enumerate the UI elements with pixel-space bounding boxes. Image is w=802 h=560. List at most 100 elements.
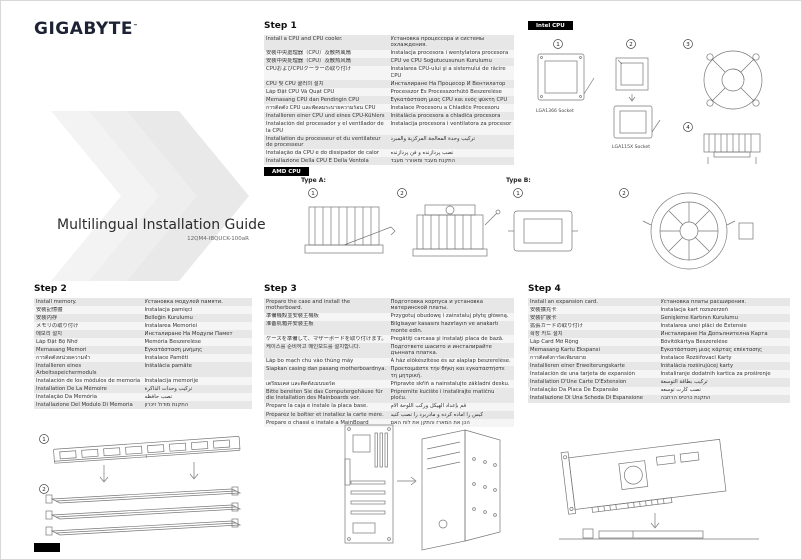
language-text-left: 확장 카드 설치 <box>530 330 563 337</box>
language-row: 安裝中央處理器（CPU）及散熱風扇 Instalacja procesora i… <box>264 49 514 58</box>
language-row: Lắp bo mạch chủ vào thùng máy A ház elők… <box>264 357 514 366</box>
language-text-right: Pregătiţi carcasa şi instalaţi placa de … <box>390 335 504 342</box>
language-text-right: نصب کارت توسعه <box>660 387 701 394</box>
lga115x-socket-label: LGA115X Socket <box>612 144 650 150</box>
svg-text:3: 3 <box>686 42 690 48</box>
language-text-right: Processzor És Processzorhűtő Beszerelése <box>390 88 502 95</box>
language-row: 准备机箱并安装主板 Bilgisayar kasasını hazırlayın… <box>264 320 514 336</box>
language-text-right: Εγκατάσταση μνήμης <box>144 347 203 354</box>
logo-trademark: ™ <box>132 23 139 30</box>
language-text-right: نصب پردازنده و فن پردازنده <box>390 150 454 157</box>
language-text-right: Připravte skříň a nainstalujte základní … <box>390 380 510 387</box>
callout-2-icon: 2 <box>626 39 636 49</box>
language-text-right: Εγκατάσταση μιας κάρτας επέκτασης <box>660 347 763 354</box>
language-row: Install memory. Установка модулей памяти… <box>34 298 252 307</box>
language-row: Memasang Kartu Ekspansi Εγκατάσταση μιας… <box>528 346 790 355</box>
language-text-left: 安装中央处理器（CPU）及散热风扇 <box>266 58 351 65</box>
cpu-chip-drawing <box>615 57 649 102</box>
logo-text: GIGABYTE <box>34 19 133 39</box>
language-text-right: Instaliranje dodatnih kartica za prošire… <box>660 371 771 378</box>
language-text-left: Installation du processeur et du ventila… <box>266 135 381 149</box>
language-text-left: การติดตั้งการ์ดเพิ่มขยาย <box>530 355 586 362</box>
lga1366-socket-drawing <box>537 53 595 101</box>
svg-text:1: 1 <box>556 42 560 48</box>
language-text-left: Install a CPU and CPU cooler. <box>266 35 343 42</box>
callout-1-icon: 1 <box>553 39 563 49</box>
language-text-right: Genişleme Kartının Kurulumu <box>660 314 738 321</box>
language-text-right: התקנת מעבד ומאוורר מעבד <box>390 158 456 165</box>
language-row: メモリの取り付け Instalarea Memoriei <box>34 322 252 331</box>
gigabyte-logo: GIGABYTE™ <box>34 19 138 39</box>
callout-1-icon: 1 <box>513 188 523 198</box>
language-row: 케이스를 준비하고 메인보드를 설치합니다. Подгответе шасито… <box>264 343 514 358</box>
language-text-right: Instalace Paměti <box>144 355 189 362</box>
language-text-right: Instalacja kart rozszerzeń <box>660 306 729 313</box>
callout-4-icon: 4 <box>683 122 693 132</box>
language-text-left: ケースを準備して、マザーボードを取り付けます。 <box>266 335 387 342</box>
language-row: การติดตั้งการ์ดเพิ่มขยาย Instalace Rozši… <box>528 354 790 363</box>
language-text-right: نصب حافظه <box>144 393 173 400</box>
language-text-left: 准备机箱并安装主板 <box>266 321 314 328</box>
language-text-left: Installieren eines Arbeitsspeichermoduls <box>36 363 97 376</box>
language-text-right: Inštalácia procesora a chladiča procesor… <box>390 113 501 120</box>
language-text-left: Instalação Da Memória <box>36 393 97 400</box>
language-text-left: Install an expansion card. <box>530 298 598 305</box>
svg-text:2: 2 <box>400 191 404 197</box>
language-text-right: تركيب وحدات الذاكرة <box>144 385 193 392</box>
step1-heading: Step 1 <box>264 21 297 31</box>
language-text-left: Installation D'Une Carte D'Extension <box>530 379 627 386</box>
dimm-module-drawing <box>53 436 241 464</box>
language-text-left: 準備機殼並安裝主機板 <box>266 313 319 320</box>
amd-type-a-label: Type A: <box>301 177 326 184</box>
language-text-left: Prepare the case and install the motherb… <box>266 298 351 312</box>
language-text-left: Instalación de los módulos de memoria <box>36 377 141 384</box>
language-row: 拡張カードの取り付け Instalarea unei plăci de Exte… <box>528 322 790 331</box>
language-row: Instalação da CPU e do dissipador de cal… <box>264 149 514 158</box>
language-row: Instalación de una tarjeta de expansión … <box>528 370 790 379</box>
language-row: CPU 및 CPU 쿨러의 설치 Инсталиране На Процесор… <box>264 80 514 89</box>
language-text-left: Memasang CPU dan Pendingin CPU <box>266 96 360 103</box>
language-text-left: 安装扩展卡 <box>530 314 557 321</box>
language-text-right: Instalace Procesoru a Chladiče Procesoru <box>390 105 500 112</box>
language-text-right: A ház előkészítése és az alaplap beszere… <box>390 358 511 365</box>
language-row: Installation De La Mémoire تركيب وحدات ا… <box>34 384 252 393</box>
language-text-right: Инсталиране На Процесор И Вентилатор <box>390 80 506 87</box>
amd-round-cooler-drawing <box>642 192 754 270</box>
language-text-left: เตรียมเคส และติดตั้งเมนบอร์ด <box>266 380 336 387</box>
language-text-left: Prepare la caja e instale la placa base. <box>266 403 368 410</box>
language-text-left: Installieren einer CPU und eines CPU-Küh… <box>266 113 385 120</box>
page-title: Multilingual Installation Guide <box>57 217 266 233</box>
language-text-left: Installieren einer Erweiterungskarte <box>530 363 625 370</box>
motherboard-drawing <box>344 424 394 544</box>
language-text-right: Inštalácia rozširujúcej karty <box>660 363 734 370</box>
amd-type-b-illustration: 1 2 <box>508 188 754 270</box>
watermark-chevrons <box>51 111 249 281</box>
language-row: Lắp Đặt CPU Và Quạt CPU Processzor És Pr… <box>264 88 514 97</box>
language-text-left: Memasang Memori <box>36 347 87 354</box>
language-text-right: تركيب بطاقة التوسعة <box>660 379 708 386</box>
language-text-right: Instalarea unei plăci de Extensie <box>660 322 747 329</box>
amd-retention-frame-drawing <box>508 210 578 252</box>
language-row: 安装内存 Belleğin Kurulumu <box>34 314 252 323</box>
language-row: 메모리 설치 Инсталиране На Модули Памет <box>34 330 252 339</box>
svg-text:1: 1 <box>311 191 315 197</box>
language-text-left: メモリの取り付け <box>36 322 79 329</box>
language-text-right: Εγκατάσταση μιας CPU και ενός ψύκτη CPU <box>390 96 508 103</box>
language-text-left: Install memory. <box>36 298 77 305</box>
language-text-left: CPU 및 CPU 쿨러의 설치 <box>266 80 324 87</box>
expansion-card-drawing <box>560 438 727 515</box>
language-text-right: Установка платы расширения. <box>660 298 747 305</box>
language-text-left: การติดตั้งหน่วยความจำ <box>36 355 91 362</box>
callout-1-icon: 1 <box>308 188 318 198</box>
language-text-right: کیس را آماده کرده و مادربرد را نصب کنید <box>390 411 484 418</box>
install-arrow-head <box>410 476 417 486</box>
language-row: เตรียมเคส และติดตั้งเมนบอร์ด Připravte s… <box>264 380 514 389</box>
language-text-right: הכן את המארז והתקן את לוח האם <box>390 419 470 426</box>
language-row: Install an expansion card. Установка пла… <box>528 298 790 307</box>
expansion-card-illustration <box>559 438 759 540</box>
svg-text:2: 2 <box>42 487 46 493</box>
step1-section: Step 1 Install a CPU and CPU cooler. Уст… <box>264 21 514 166</box>
language-row: CPUおよびCPUクーラーの取り付け Instalarea CPU-ului ş… <box>264 65 514 81</box>
language-text-right: Instalacija memorije <box>144 377 199 384</box>
